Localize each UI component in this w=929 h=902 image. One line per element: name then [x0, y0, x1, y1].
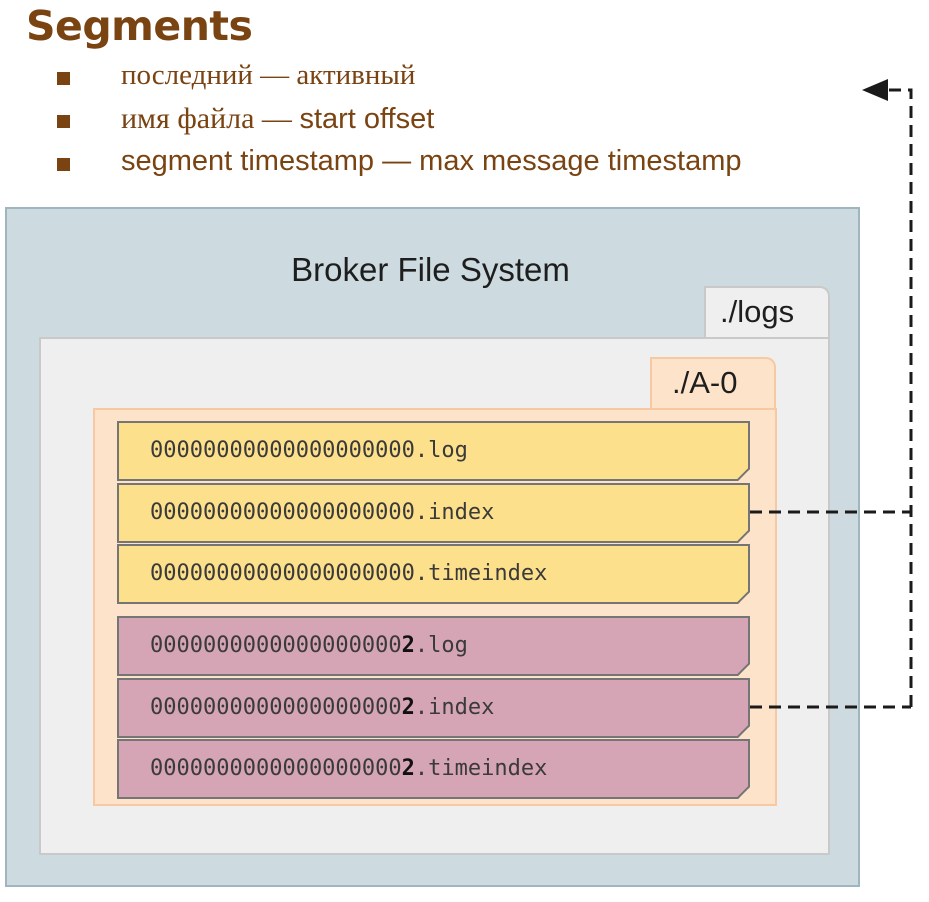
- bullet-item: segment timestamp — max message timestam…: [54, 142, 884, 185]
- bullet-list: последний — активный имя файла — start o…: [54, 56, 884, 185]
- vertical-connector-line: [885, 88, 913, 707]
- bullet-text: имя файла — start offset: [121, 102, 434, 136]
- segment2-log-file: 00000000000000000002.log: [117, 616, 750, 676]
- logs-folder-tab: ./logs: [704, 286, 830, 338]
- slide-title: Segments: [26, 2, 253, 50]
- segment2-index-file: 00000000000000000002.index: [117, 678, 750, 738]
- bullet-item: имя файла — start offset: [54, 99, 884, 142]
- segment0-timeindex-file: 00000000000000000000.timeindex: [117, 544, 750, 604]
- bullet-item: последний — активный: [54, 56, 884, 99]
- bullet-square-icon: [57, 158, 70, 171]
- logs-folder-label: ./logs: [720, 294, 795, 329]
- bullet-text: segment timestamp — max message timestam…: [121, 145, 742, 177]
- partition-folder-tab: ./A-0: [650, 357, 776, 409]
- bullet-prefix: имя файла —: [121, 102, 300, 135]
- file-name: 00000000000000000000.log: [150, 438, 468, 463]
- partition-folder-label: ./A-0: [672, 365, 738, 400]
- file-name: 00000000000000000000.index: [150, 500, 495, 525]
- bullet-square-icon: [57, 115, 70, 128]
- file-name: 00000000000000000002.index: [150, 695, 495, 720]
- bullet-square-icon: [57, 72, 70, 85]
- bullet-main: start offset: [299, 103, 435, 135]
- segment2-timeindex-file: 00000000000000000002.timeindex: [117, 739, 750, 799]
- segment0-index-file: 00000000000000000000.index: [117, 483, 750, 543]
- segment0-log-file: 00000000000000000000.log: [117, 421, 750, 481]
- file-name: 00000000000000000002.log: [150, 633, 468, 658]
- arrowhead-icon: [862, 79, 888, 101]
- file-name: 00000000000000000002.timeindex: [150, 756, 548, 781]
- bullet-text: последний — активный: [121, 59, 416, 91]
- file-name: 00000000000000000000.timeindex: [150, 561, 548, 586]
- broker-title: Broker File System: [291, 251, 570, 288]
